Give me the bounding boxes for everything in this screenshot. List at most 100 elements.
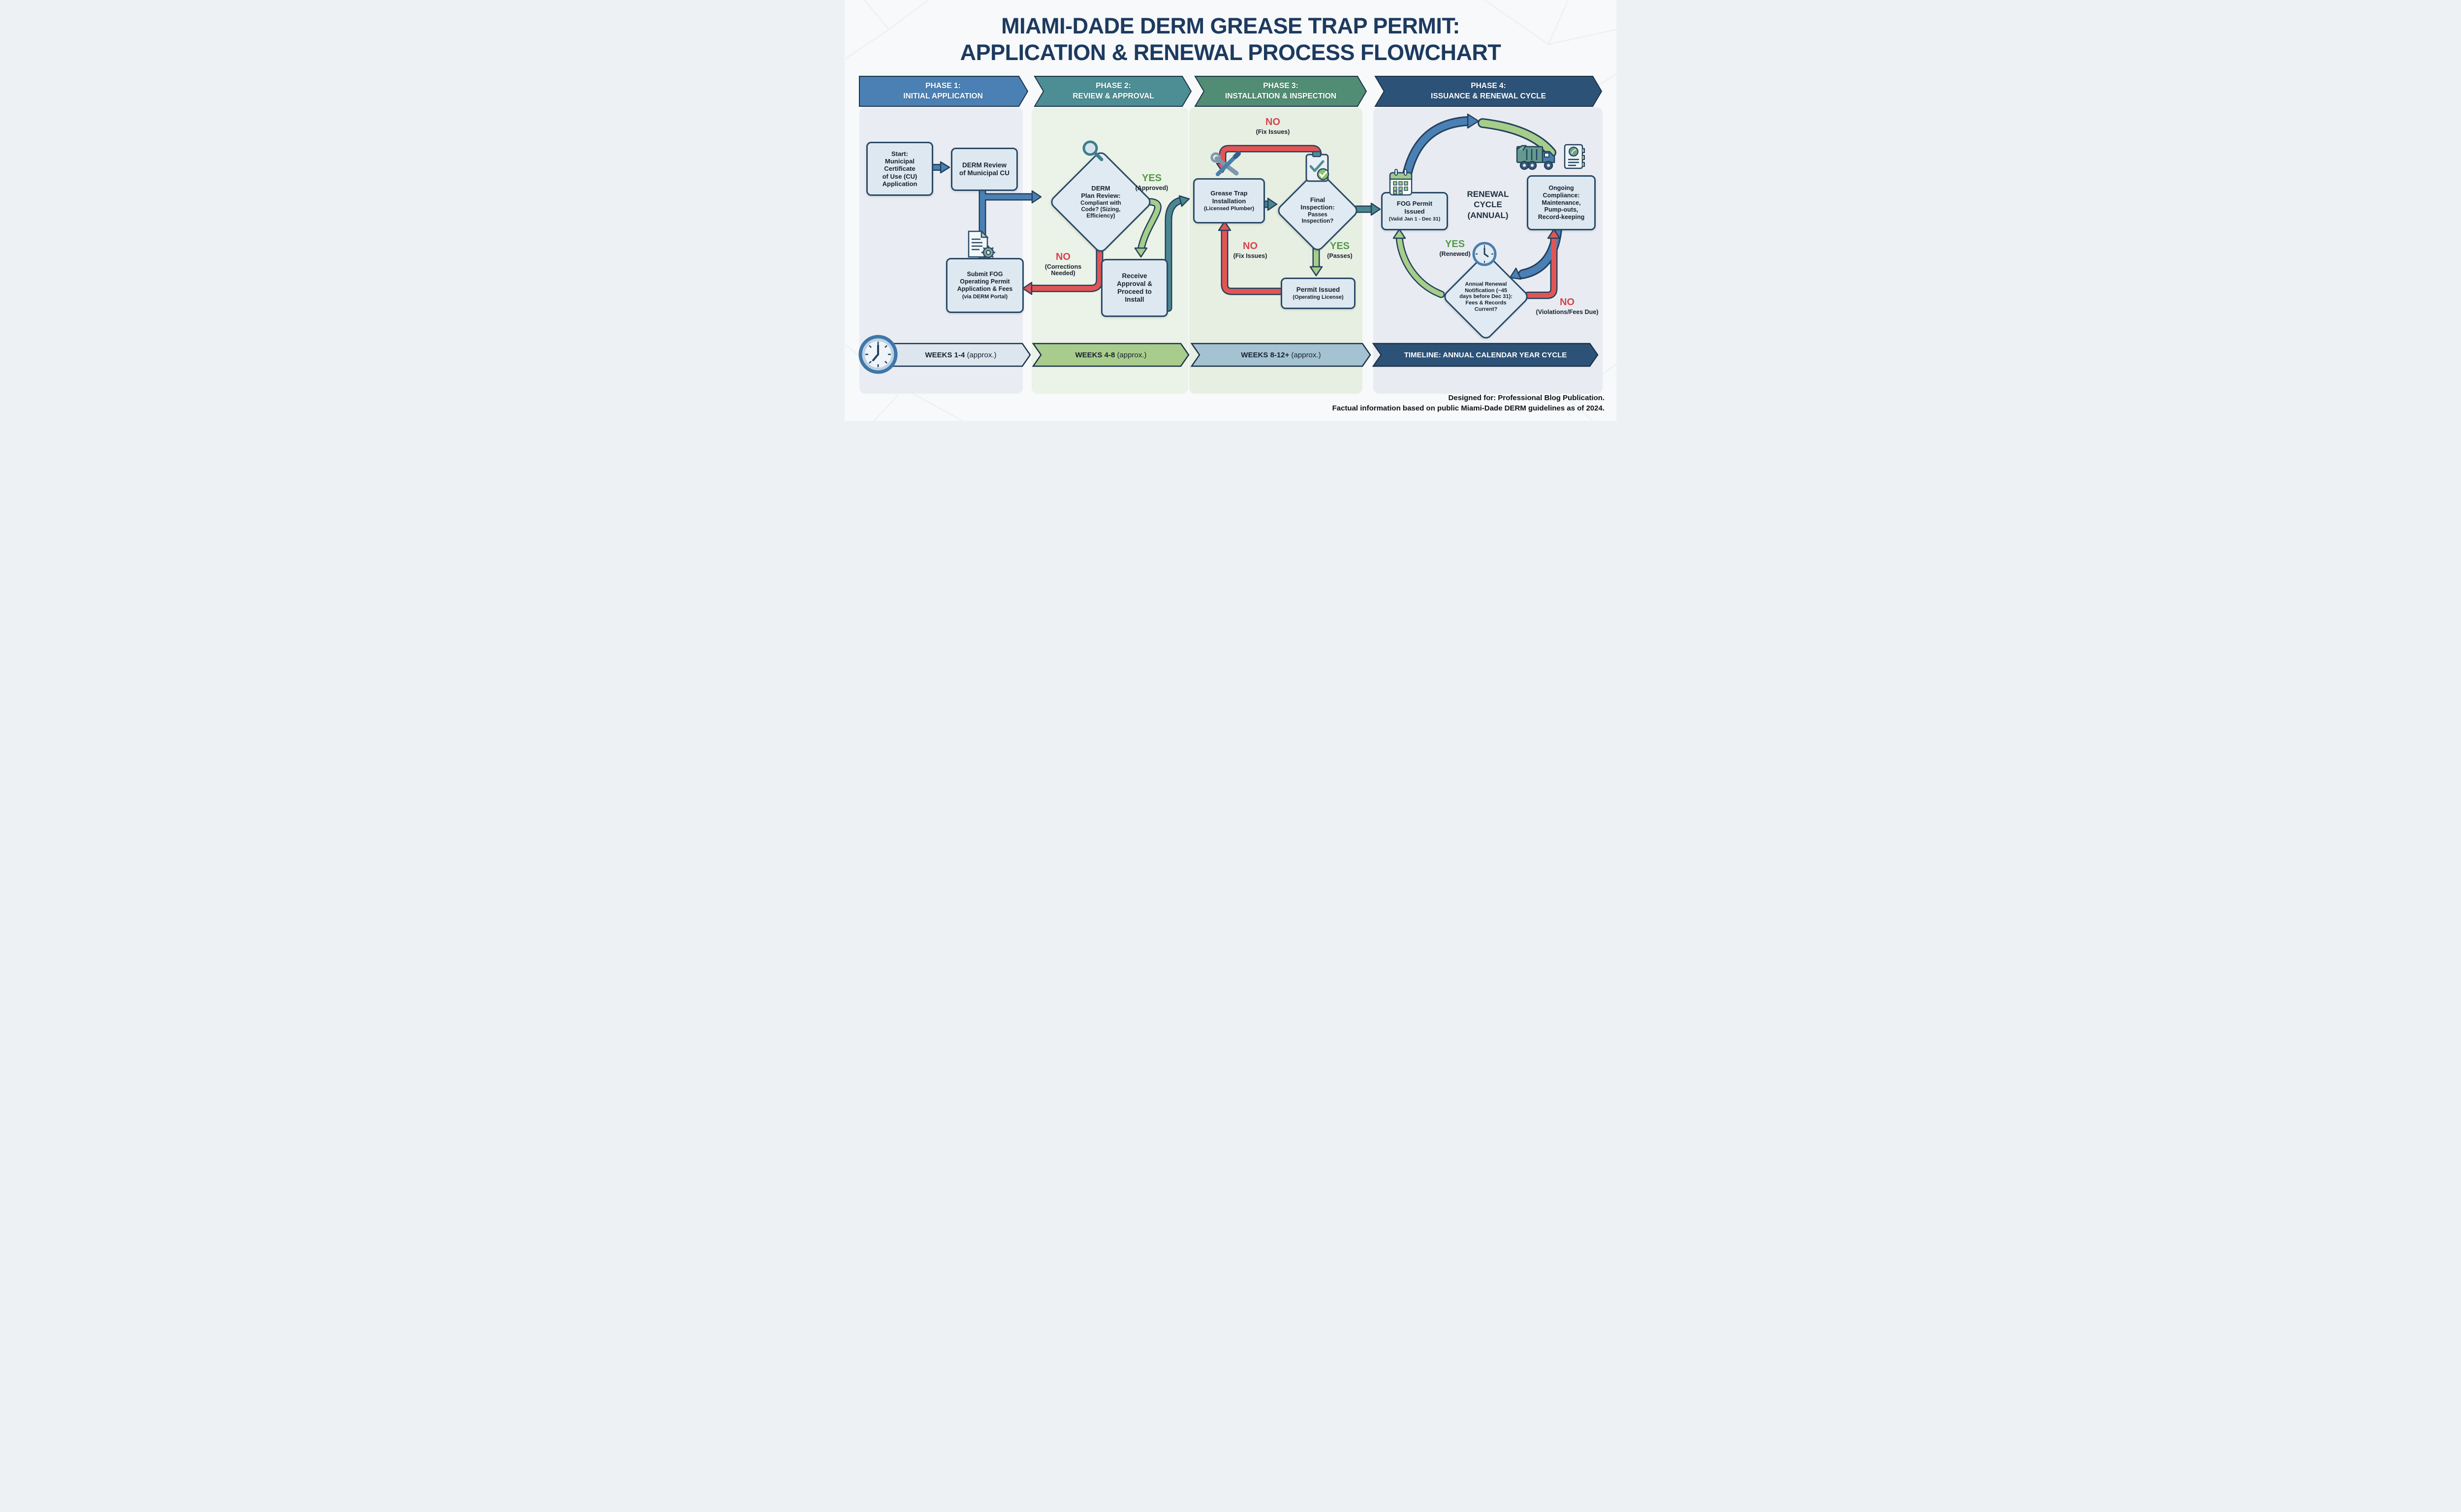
yes-passes-subtext: (Passes) bbox=[1327, 252, 1353, 259]
phase2-banner-shape bbox=[1034, 76, 1192, 107]
phase3-banner-shape bbox=[1194, 76, 1367, 107]
phase3-name: INSTALLATION & INSPECTION bbox=[1225, 92, 1336, 100]
permit-issued-box: Permit Issued (Operating License) bbox=[1281, 278, 1356, 309]
arrow-proceed-to-install bbox=[1166, 198, 1182, 311]
no-fix-top-text: NO bbox=[1265, 117, 1280, 127]
magnifier-icon bbox=[1082, 140, 1104, 161]
submit-fog-label: Submit FOG Operating Permit Application … bbox=[957, 271, 1013, 292]
timeline-seg2-bold: WEEKS 4-8 bbox=[1075, 350, 1115, 359]
no-fix-bottom-subtext: (Fix Issues) bbox=[1233, 252, 1267, 259]
no-fix-top-subtext: (Fix Issues) bbox=[1256, 128, 1290, 135]
clock-icon bbox=[1472, 242, 1497, 266]
timeline-shapes bbox=[891, 343, 1599, 367]
yes-approved-subtext: (Approved) bbox=[1135, 185, 1168, 191]
clipboard-check-icon bbox=[1305, 151, 1329, 182]
timeline-seg3-label: WEEKS 8-12+ (approx.) bbox=[1199, 346, 1362, 364]
label-no-fix-bottom: NO (Fix Issues) bbox=[1233, 241, 1267, 259]
phase1-name: INITIAL APPLICATION bbox=[903, 92, 983, 100]
timeline-seg4-bold: TIMELINE: ANNUAL CALENDAR YEAR CYCLE bbox=[1404, 350, 1567, 359]
no-violations-subtext: (Violations/Fees Due) bbox=[1536, 309, 1599, 315]
no-fix-bottom-text: NO bbox=[1243, 241, 1258, 252]
label-yes-approved: YES (Approved) bbox=[1136, 173, 1168, 191]
plan-review-diamond-text: DERM Plan Review: Compliant with Code? (… bbox=[1060, 184, 1141, 220]
arrow-shafts bbox=[930, 118, 1561, 311]
arrow-no-fix-bottom bbox=[1222, 227, 1282, 294]
plan-review-sub: Compliant with Code? (Sizing, Efficiency… bbox=[1080, 200, 1121, 219]
label-no-corrections: NO (Corrections Needed) bbox=[1045, 252, 1081, 277]
phase-banner-shapes bbox=[859, 76, 1603, 107]
grease-trap-installation-sublabel: (Licensed Plumber) bbox=[1203, 205, 1255, 212]
renewal-cycle-label: RENEWAL CYCLE (ANNUAL) bbox=[1467, 189, 1509, 220]
timeline-seg4-label: TIMELINE: ANNUAL CALENDAR YEAR CYCLE bbox=[1381, 346, 1590, 364]
submit-fog-box: Submit FOG Operating Permit Application … bbox=[946, 258, 1024, 313]
submit-fog-sublabel: (via DERM Portal) bbox=[962, 293, 1008, 300]
permit-issued-label: Permit Issued bbox=[1296, 285, 1340, 293]
phase3-eyebrow: PHASE 3: bbox=[1263, 82, 1298, 91]
timeline-seg1-rest: (approx.) bbox=[965, 350, 997, 359]
arrow-heads bbox=[940, 113, 1561, 295]
yes-passes-text: YES bbox=[1329, 241, 1350, 252]
footer-line2: Factual information based on public Miam… bbox=[1332, 404, 1605, 412]
timeline-seg2-shape bbox=[1032, 343, 1190, 367]
final-inspection-title: Final Inspection: bbox=[1300, 196, 1335, 211]
receive-approval-label: Receive Approval & Proceed to Install bbox=[1116, 272, 1152, 303]
phase2-eyebrow: PHASE 2: bbox=[1096, 82, 1131, 91]
start-cu-application-box: Start: Municipal Certificate of Use (CU)… bbox=[866, 142, 933, 196]
phase1-eyebrow: PHASE 1: bbox=[925, 82, 961, 91]
timeline-seg2-label: WEEKS 4-8 (approx.) bbox=[1041, 346, 1181, 364]
yes-approved-text: YES bbox=[1141, 173, 1162, 184]
label-yes-renewed: YES (Renewed) bbox=[1439, 239, 1470, 257]
arrow-no-violations bbox=[1525, 235, 1556, 298]
phase4-eyebrow: PHASE 4: bbox=[1471, 82, 1506, 91]
no-corrections-text: NO bbox=[1055, 252, 1071, 262]
wrench-tools-icon bbox=[1210, 151, 1241, 176]
arrow-yes-approved bbox=[1138, 199, 1161, 252]
cycle-arc-blue bbox=[1402, 118, 1471, 185]
timeline-clock-icon bbox=[858, 335, 898, 374]
permit-issued-sublabel: (Operating License) bbox=[1293, 294, 1344, 301]
timeline-seg2-rest: (approx.) bbox=[1115, 350, 1147, 359]
annual-renewal-diamond-text: Annual Renewal Notification (~45 days be… bbox=[1459, 281, 1513, 312]
no-violations-text: NO bbox=[1559, 297, 1575, 308]
footer-line1: Designed for: Professional Blog Publicat… bbox=[1332, 393, 1605, 403]
derm-review-box: DERM Review of Municipal CU bbox=[951, 148, 1018, 191]
timeline-seg1-bold: WEEKS 1-4 bbox=[925, 350, 965, 359]
derm-review-label: DERM Review of Municipal CU bbox=[959, 161, 1010, 177]
garbage-truck-icon bbox=[1516, 145, 1555, 170]
record-book-icon bbox=[1564, 144, 1585, 169]
document-gear-icon bbox=[968, 230, 995, 259]
footer-credit: Designed for: Professional Blog Publicat… bbox=[1332, 393, 1605, 413]
connectors-layer bbox=[859, 76, 1603, 367]
page-title-line1: MIAMI-DADE DERM GREASE TRAP PERMIT: bbox=[1001, 13, 1460, 38]
page-title: MIAMI-DADE DERM GREASE TRAP PERMIT: APPL… bbox=[845, 13, 1616, 66]
flowchart-canvas: MIAMI-DADE DERM GREASE TRAP PERMIT: APPL… bbox=[845, 0, 1616, 421]
timeline-seg3-shape bbox=[1190, 343, 1371, 367]
final-inspection-sub: Passes Inspection? bbox=[1301, 212, 1334, 224]
yes-renewed-text: YES bbox=[1445, 239, 1465, 250]
label-yes-passes: YES (Passes) bbox=[1327, 241, 1352, 259]
label-no-fix-top: NO (Fix Issues) bbox=[1256, 117, 1290, 135]
calendar-icon bbox=[1389, 169, 1413, 196]
page-title-line2: APPLICATION & RENEWAL PROCESS FLOWCHART bbox=[960, 40, 1501, 65]
fog-permit-issued-label: FOG Permit Issued bbox=[1396, 200, 1433, 215]
phase4-banner: PHASE 4: ISSUANCE & RENEWAL CYCLE bbox=[1387, 79, 1590, 104]
fog-permit-issued-box: FOG Permit Issued (Valid Jan 1 - Dec 31) bbox=[1381, 192, 1448, 230]
label-no-violations: NO (Violations/Fees Due) bbox=[1536, 297, 1599, 315]
phase4-name: ISSUANCE & RENEWAL CYCLE bbox=[1431, 92, 1546, 100]
footer-designed-for: Designed for: bbox=[1448, 394, 1496, 402]
plan-review-title: DERM Plan Review: bbox=[1081, 184, 1121, 199]
phase3-banner: PHASE 3: INSTALLATION & INSPECTION bbox=[1207, 79, 1355, 104]
footer-line1-rest: Professional Blog Publication. bbox=[1496, 394, 1605, 402]
grease-trap-installation-label: Grease Trap Installation bbox=[1210, 189, 1248, 205]
timeline-seg1-label: WEEKS 1-4 (approx.) bbox=[899, 346, 1023, 364]
phase2-banner: PHASE 2: REVIEW & APPROVAL bbox=[1046, 79, 1180, 104]
final-inspection-diamond-text: Final Inspection: Passes Inspection? bbox=[1286, 196, 1350, 224]
phase2-name: REVIEW & APPROVAL bbox=[1073, 92, 1154, 100]
phase1-banner: PHASE 1: INITIAL APPLICATION bbox=[869, 79, 1017, 104]
arrow-no-corrections bbox=[1028, 241, 1102, 291]
start-cu-application-label: Start: Municipal Certificate of Use (CU)… bbox=[882, 150, 917, 188]
arrow-yes-renewed bbox=[1397, 235, 1444, 297]
phase1-banner-shape bbox=[859, 76, 1029, 107]
no-corrections-subtext: (Corrections Needed) bbox=[1044, 263, 1082, 277]
grease-trap-installation-box: Grease Trap Installation (Licensed Plumb… bbox=[1193, 178, 1265, 223]
